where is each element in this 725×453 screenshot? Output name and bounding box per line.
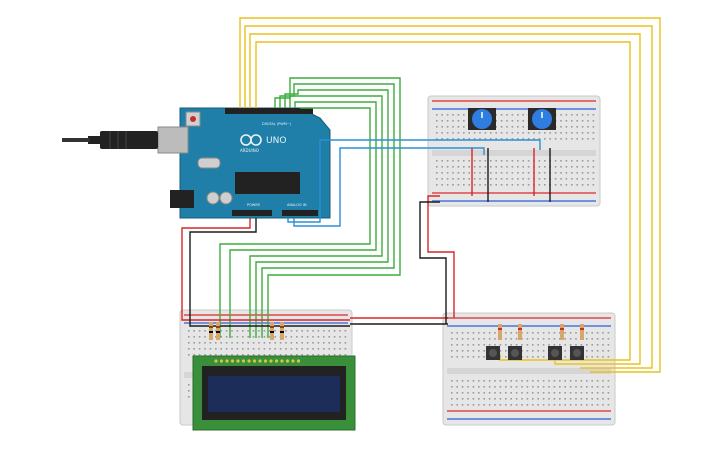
potentiometer-icon xyxy=(528,108,556,130)
digital-header xyxy=(225,108,313,114)
pushbutton-resistors xyxy=(498,324,584,340)
resistor-icon xyxy=(280,322,284,340)
resistor-icon xyxy=(580,324,584,340)
breadboard-top-right xyxy=(427,95,601,207)
board-brand-label: ARDUINO xyxy=(240,148,259,153)
digital-pins-label: DIGITAL (PWM~) xyxy=(262,122,292,126)
resistor-icon xyxy=(270,322,274,340)
analog-pins-label: ANALOG IN xyxy=(287,203,307,207)
pushbutton-icon xyxy=(508,346,522,360)
usb-port xyxy=(157,126,189,154)
usb-cable-icon xyxy=(62,131,158,149)
potentiometer-2 xyxy=(528,108,556,130)
resistor-icon xyxy=(209,322,213,340)
lcd-16x2-display xyxy=(192,355,356,431)
analog-header xyxy=(282,210,318,216)
power-header xyxy=(232,210,272,216)
potentiometer-1 xyxy=(468,108,496,130)
resistor-icon xyxy=(518,324,522,340)
pushbutton-icon xyxy=(548,346,562,360)
pushbutton-icon xyxy=(570,346,584,360)
atmega-chip xyxy=(235,172,300,194)
resistor-icon xyxy=(216,322,220,340)
pushbuttons xyxy=(486,346,584,360)
wires xyxy=(181,17,661,373)
resistor-icon xyxy=(560,324,564,340)
potentiometer-icon xyxy=(468,108,496,130)
power-pins-label: POWER xyxy=(247,203,261,207)
lcd-resistors xyxy=(209,322,284,340)
breadboard-bottom-right xyxy=(442,312,616,426)
resistor-icon xyxy=(498,324,502,340)
pushbutton-icon xyxy=(486,346,500,360)
arduino-logo-icon xyxy=(240,134,262,146)
power-jack xyxy=(170,190,194,208)
board-model-label: UNO xyxy=(266,136,286,146)
arduino-uno-board: UNO ARDUINO DIGITAL (PWM~) POWER ANALOG … xyxy=(157,107,331,219)
